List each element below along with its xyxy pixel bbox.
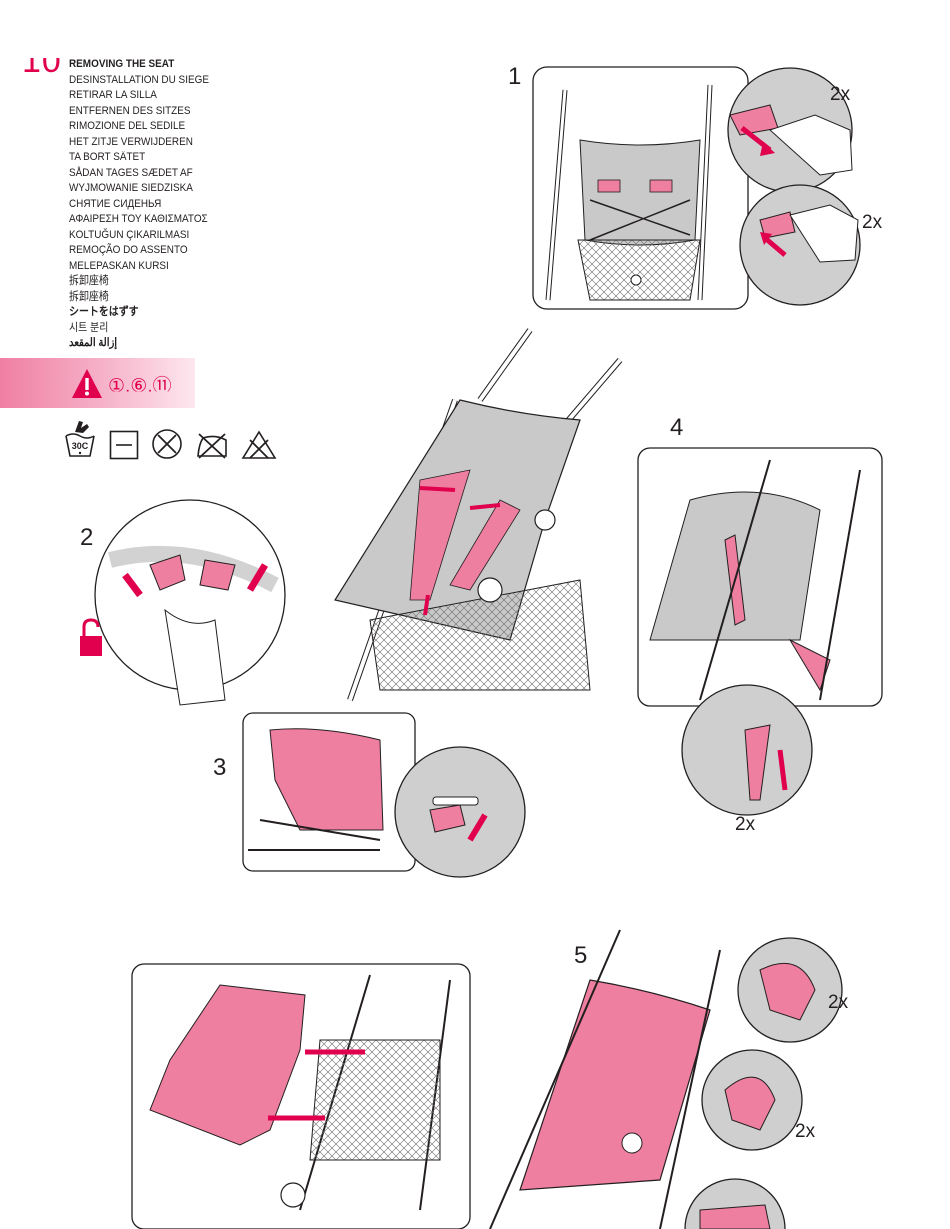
step5-repeat-1: 2x bbox=[828, 992, 849, 1013]
title-nl: HET ZITJE VERWIJDEREN bbox=[69, 135, 193, 148]
step4-number: 4 bbox=[670, 414, 683, 441]
title-el: ΑΦΑΙΡΕΣΗ ΤΟΥ ΚΑΘΙΣΜΑΤΟΣ bbox=[69, 213, 208, 225]
care-symbols: 30C bbox=[63, 418, 277, 460]
step5-detail-2 bbox=[701, 1049, 803, 1151]
title-ms: MELEPASKAN KURSI bbox=[69, 259, 169, 272]
title-pl: WYJMOWANIE SIEDZISKA bbox=[69, 182, 193, 194]
step3-number: 3 bbox=[213, 754, 226, 781]
title-de: ENTFERNEN DES SITZES bbox=[69, 104, 191, 117]
step1-panel bbox=[532, 66, 749, 310]
title-da: SÅDAN TAGES SÆDET AF bbox=[69, 166, 193, 179]
do-not-iron-icon bbox=[197, 433, 227, 459]
section-title-list: REMOVING THE SEAT DESINSTALLATION DU SIE… bbox=[69, 57, 369, 352]
seat-removed-panel bbox=[131, 963, 471, 1229]
step1-detail-bottom bbox=[739, 184, 861, 306]
title-zh-cn: 拆卸座椅 bbox=[69, 275, 109, 287]
step1-detail-top bbox=[727, 67, 853, 193]
warning-row: ①,⑥,⑪ bbox=[70, 366, 172, 402]
title-ru: СНЯТИЕ СИДЕНЬЯ bbox=[69, 197, 162, 210]
step2-number: 2 bbox=[80, 524, 93, 551]
step5-stroller bbox=[489, 929, 721, 1229]
step2-detail bbox=[94, 499, 286, 706]
title-es: RETIRAR LA SILLA bbox=[69, 89, 157, 101]
step4-repeat: 2x bbox=[735, 814, 756, 835]
hand-wash-30-icon: 30C bbox=[65, 421, 95, 457]
wash-temp-label: 30C bbox=[72, 441, 89, 451]
title-ko: 시트 분리 bbox=[69, 321, 109, 334]
step1-number: 1 bbox=[508, 63, 521, 90]
step1-repeat-bottom: 2x bbox=[862, 212, 883, 233]
warning-references: ①,⑥,⑪ bbox=[108, 375, 172, 397]
do-not-dry-clean-icon bbox=[152, 429, 182, 459]
title-ar: إزالة المقعد bbox=[69, 337, 118, 349]
step3-panel bbox=[242, 712, 416, 872]
unlock-icon bbox=[80, 618, 102, 656]
title-fr: DESINSTALLATION DU SIEGE bbox=[69, 73, 209, 86]
title-pt: REMOÇÃO DO ASSENTO bbox=[69, 244, 188, 256]
page-number: 10 bbox=[22, 42, 62, 80]
step5-repeat-2: 2x bbox=[795, 1121, 816, 1142]
title-tr: KOLTUĞUN ÇIKARILMASI bbox=[69, 228, 190, 241]
title-sv: TA BORT SÄTET bbox=[69, 151, 146, 163]
title-ja: シートをはずす bbox=[69, 306, 139, 318]
step4-panel bbox=[637, 447, 883, 707]
step1-repeat-top: 2x bbox=[830, 84, 851, 105]
main-stroller bbox=[334, 328, 623, 701]
title-it: RIMOZIONE DEL SEDILE bbox=[69, 120, 186, 132]
step3-detail bbox=[394, 746, 526, 878]
warning-band bbox=[0, 358, 195, 408]
do-not-bleach-icon bbox=[241, 430, 277, 459]
warning-triangle-icon bbox=[72, 369, 102, 398]
title-en: REMOVING THE SEAT bbox=[69, 58, 175, 70]
step4-detail bbox=[681, 684, 813, 816]
step5-detail-3 bbox=[684, 1178, 786, 1229]
step5-number: 5 bbox=[574, 942, 587, 969]
title-zh-tw: 拆卸座椅 bbox=[69, 290, 109, 303]
step5-detail-1 bbox=[737, 937, 843, 1043]
dry-flat-icon bbox=[109, 430, 139, 460]
